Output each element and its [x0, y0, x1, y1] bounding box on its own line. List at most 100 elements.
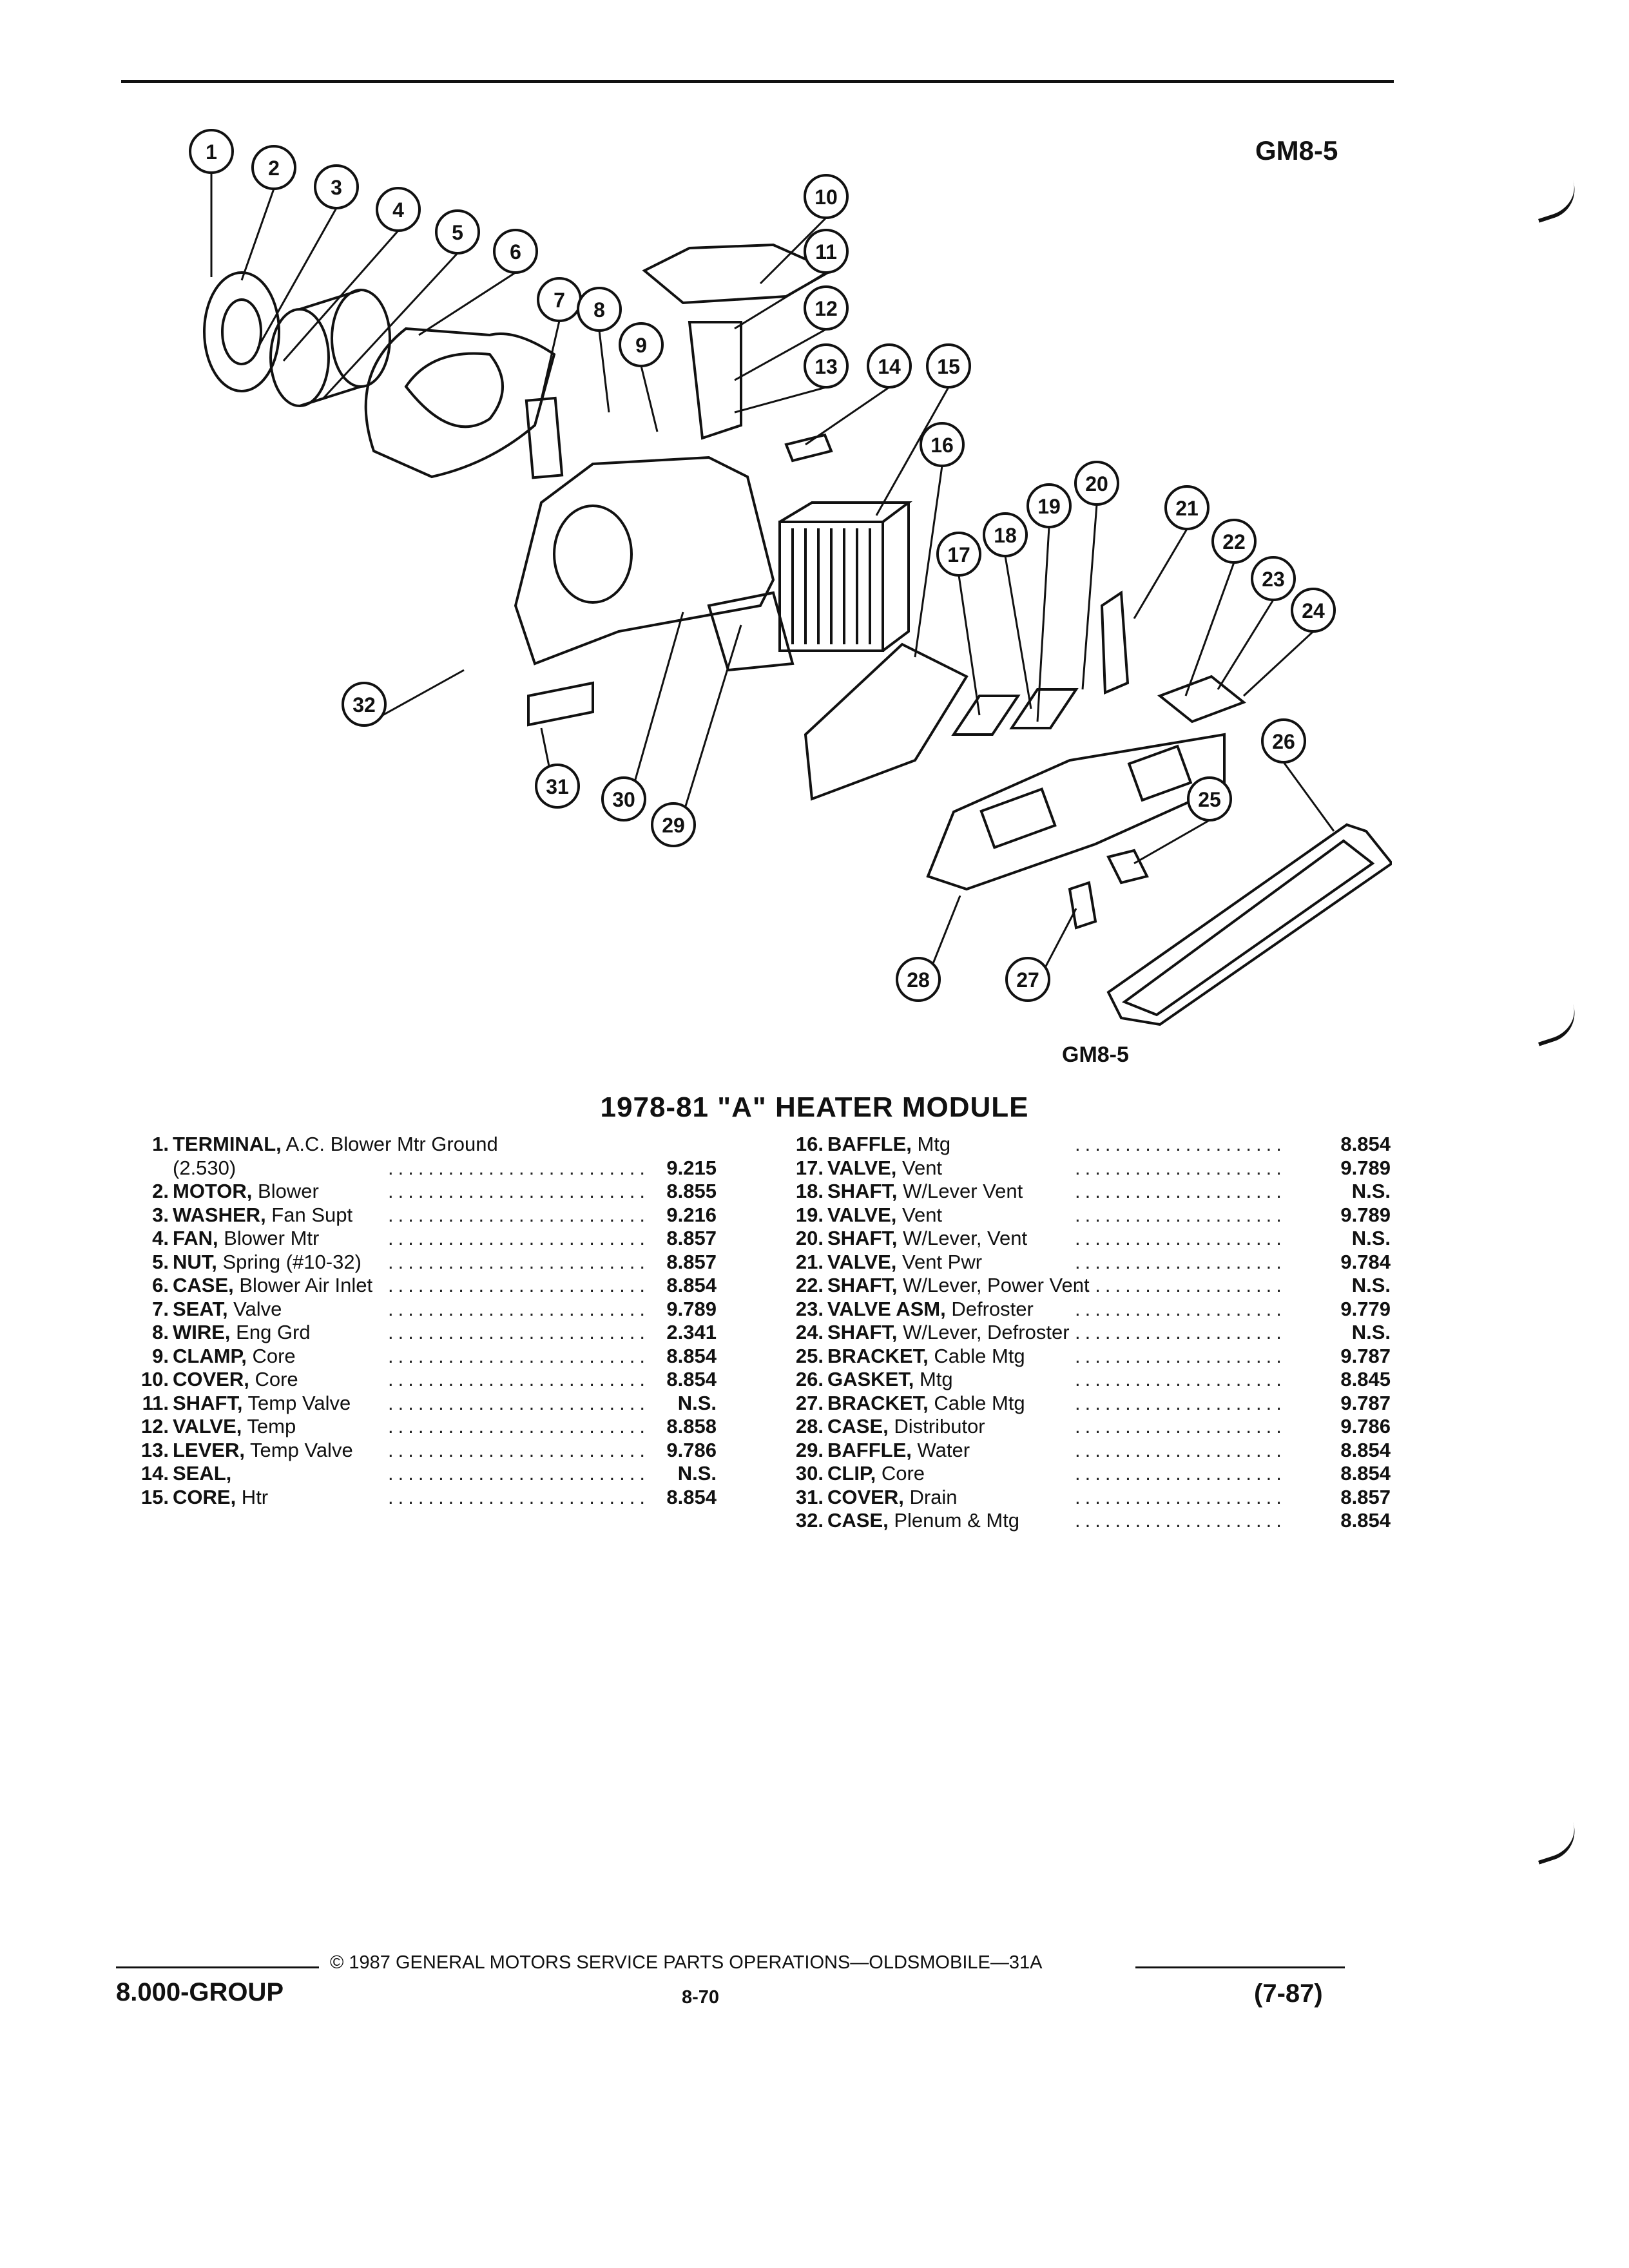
- part-number: 21.: [795, 1250, 824, 1273]
- part-description-continued: (2.530): [173, 1156, 236, 1179]
- part-number: 19.: [795, 1203, 824, 1226]
- leader-dots: ........................................: [388, 1391, 646, 1414]
- callout-number: 15: [937, 355, 960, 378]
- part-group-code: 2.341: [666, 1321, 717, 1343]
- page-title: 1978-81 "A" HEATER MODULE: [600, 1091, 1029, 1123]
- parts-list-left: 1.TERMINAL, A.C. Blower Mtr Ground(2.530…: [111, 1133, 717, 1509]
- callout-number: 7: [554, 289, 565, 312]
- part-group-code: 9.784: [1340, 1250, 1391, 1273]
- callout-leader-line: [256, 207, 338, 349]
- part-description: SHAFT, W/Lever, Vent: [827, 1227, 1028, 1249]
- part-group-code: 8.854: [666, 1274, 717, 1296]
- footer-date: (7-87): [1254, 1979, 1323, 2008]
- part-number: 18.: [795, 1180, 824, 1202]
- water-baffle-part: [707, 591, 795, 672]
- leader-dots: ........................................: [1075, 1274, 1287, 1296]
- callout-number: 6: [510, 240, 521, 264]
- part-description: VALVE ASM, Defroster: [827, 1297, 1034, 1320]
- callout-circle: [189, 129, 234, 174]
- callout-leader-line: [240, 188, 275, 281]
- part-number: 29.: [795, 1438, 824, 1461]
- part-row: 15.CORE, Htr............................…: [111, 1486, 717, 1510]
- callout-number: 18: [994, 524, 1017, 547]
- callout-number: 1: [206, 140, 217, 164]
- callout-circle: [1074, 461, 1119, 506]
- callout-number: 20: [1085, 472, 1108, 495]
- leader-dots: ........................................: [1075, 1133, 1287, 1155]
- part-group-code: 8.854: [1340, 1462, 1391, 1485]
- top-rule: [121, 80, 1394, 83]
- part-description: CASE, Blower Air Inlet: [173, 1274, 373, 1296]
- part-description: SEAT, Valve: [173, 1297, 282, 1320]
- part-row: 13.LEVER, Temp Valve....................…: [111, 1439, 717, 1463]
- part-description: VALVE, Vent: [827, 1156, 943, 1179]
- callout-number: 31: [546, 775, 569, 798]
- callout-circle: [804, 174, 849, 219]
- part-number: 6.: [152, 1274, 169, 1296]
- binder-mark: [1530, 1822, 1583, 1865]
- part-row: 14.SEAL,................................…: [111, 1462, 717, 1486]
- leader-dots: ........................................: [1075, 1344, 1287, 1367]
- callout-leader-line: [321, 252, 459, 401]
- part-number: 7.: [152, 1297, 169, 1320]
- callout-number: 5: [452, 221, 463, 244]
- part-number: 31.: [795, 1485, 824, 1508]
- part-number: 28.: [795, 1415, 824, 1437]
- callout-number: 12: [815, 297, 838, 320]
- callout-leader-line: [1242, 630, 1315, 697]
- part-group-code: 8.857: [666, 1250, 717, 1273]
- part-description: CASE, Plenum & Mtg: [827, 1509, 1020, 1532]
- callout-number: 3: [331, 176, 342, 199]
- part-description: NUT, Spring (#10-32): [173, 1250, 361, 1273]
- callout-circle: [936, 532, 981, 577]
- leader-dots: ........................................: [388, 1203, 646, 1226]
- callout-leader-line: [1036, 526, 1050, 722]
- part-description: BRACKET, Cable Mtg: [827, 1344, 1025, 1367]
- part-description: BAFFLE, Mtg: [827, 1133, 951, 1155]
- leader-dots: ........................................: [388, 1274, 646, 1296]
- callout-number: 26: [1272, 730, 1295, 753]
- temp-valve-part: [688, 321, 742, 440]
- callout-circle: [804, 229, 849, 274]
- callout-leader-line: [418, 271, 516, 336]
- leader-dots: ........................................: [388, 1156, 646, 1179]
- part-description: CASE, Distributor: [827, 1415, 985, 1437]
- part-row: 29.BAFFLE, Water........................…: [766, 1439, 1391, 1463]
- part-number: 9.: [152, 1344, 169, 1367]
- leader-dots: ........................................: [388, 1438, 646, 1461]
- part-group-code: 8.857: [1340, 1485, 1391, 1508]
- part-description: TERMINAL, A.C. Blower Mtr Ground: [173, 1133, 498, 1155]
- callout-leader-line: [1133, 528, 1188, 619]
- part-number: 2.: [152, 1180, 169, 1202]
- callout-circle: [920, 422, 965, 467]
- part-description: CLAMP, Core: [173, 1344, 296, 1367]
- part-group-code: 8.855: [666, 1180, 717, 1202]
- callout-circle: [1005, 957, 1050, 1002]
- part-row: 17.VALVE, Vent..........................…: [766, 1157, 1391, 1180]
- callout-leader-line: [734, 271, 827, 330]
- part-description: BAFFLE, Water: [827, 1438, 970, 1461]
- gasket-part: [1106, 823, 1392, 1026]
- part-row: 12.VALVE, Temp..........................…: [111, 1415, 717, 1439]
- callout-circle: [619, 322, 664, 367]
- leader-dots: ........................................: [1075, 1250, 1287, 1273]
- callout-leader-line: [958, 575, 981, 716]
- part-group-code: 8.857: [666, 1227, 717, 1249]
- footer-rule: [116, 1966, 319, 1968]
- valve-seat-part: [525, 396, 564, 479]
- part-number: 10.: [140, 1368, 169, 1390]
- part-number: 12.: [140, 1415, 169, 1437]
- binder-mark: [1530, 1004, 1583, 1046]
- callout-circle: [1164, 485, 1210, 530]
- part-description: BRACKET, Cable Mtg: [827, 1391, 1025, 1414]
- callout-circle: [1291, 588, 1336, 633]
- part-description: VALVE, Vent: [827, 1203, 943, 1226]
- part-group-code: N.S.: [1351, 1180, 1391, 1202]
- callout-number: 21: [1175, 497, 1199, 520]
- part-row: 24.SHAFT, W/Lever, Defroster............…: [766, 1321, 1391, 1345]
- blower-case-part: [364, 327, 556, 479]
- callout-leader-line: [1081, 504, 1098, 690]
- part-group-code: 8.845: [1340, 1368, 1391, 1390]
- part-description: SHAFT, W/Lever Vent: [827, 1180, 1023, 1202]
- part-description: GASKET, Mtg: [827, 1368, 953, 1390]
